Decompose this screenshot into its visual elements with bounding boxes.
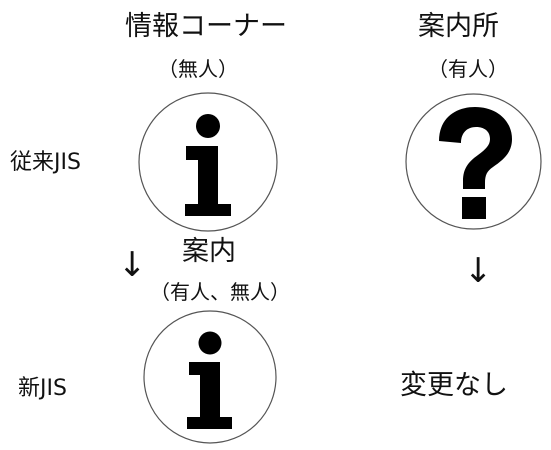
left-down-arrow: ↓ bbox=[118, 245, 147, 285]
old-jis-label: 従来JIS bbox=[10, 150, 81, 175]
question-mark-icon bbox=[405, 93, 542, 230]
guide-new-title: 案内 bbox=[182, 236, 236, 267]
info-corner-title: 情報コーナー bbox=[125, 11, 287, 42]
guide-office-title: 案内所 bbox=[418, 11, 499, 42]
right-down-arrow: ↓ bbox=[464, 251, 493, 291]
guide-new-note: （有人、無人） bbox=[150, 280, 290, 304]
new-jis-label: 新JIS bbox=[18, 376, 67, 401]
no-change-text: 変更なし bbox=[400, 370, 508, 401]
information-i-icon-new bbox=[143, 310, 277, 444]
info-corner-note: （無人） bbox=[158, 57, 238, 81]
guide-office-note: （有人） bbox=[428, 57, 508, 81]
information-i-icon bbox=[138, 92, 278, 232]
